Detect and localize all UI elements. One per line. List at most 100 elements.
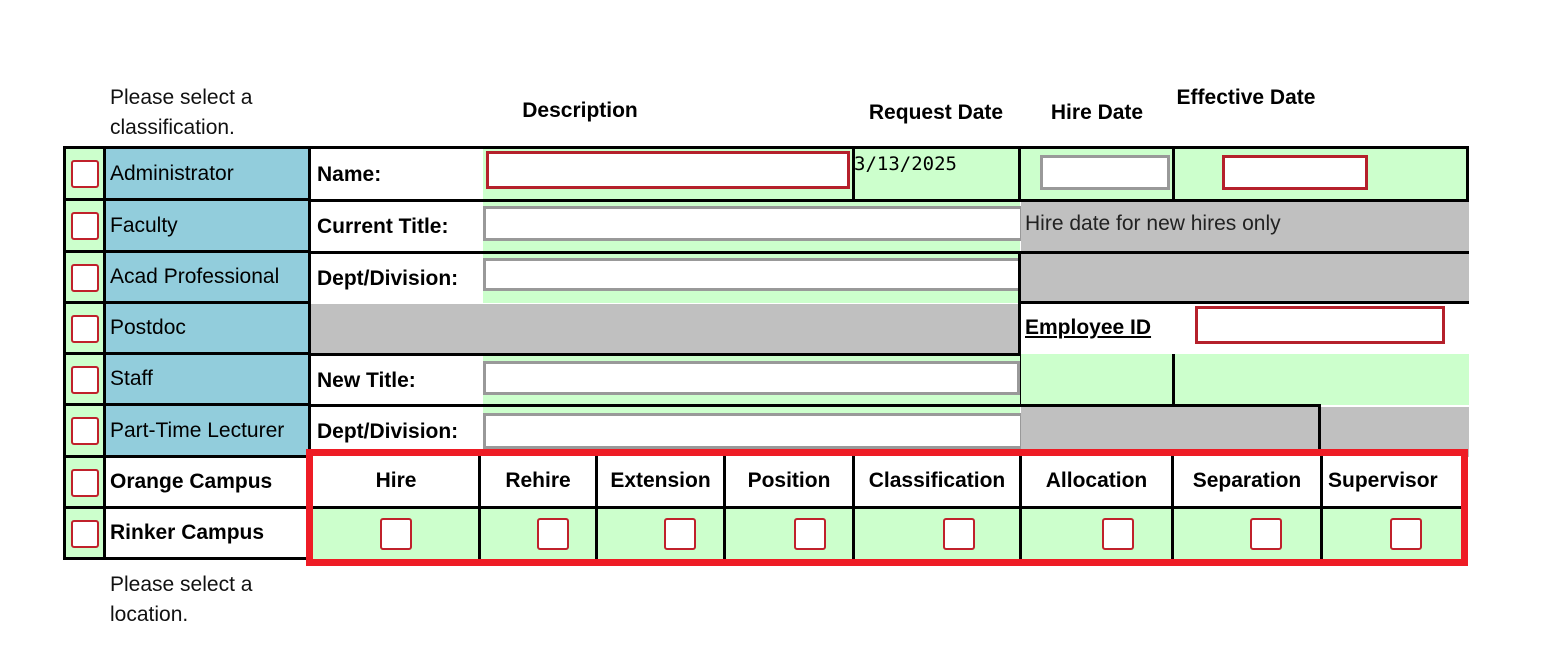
current-title-input[interactable]: [483, 206, 1023, 241]
action-rehire-header: Rehire: [480, 456, 596, 506]
action-divider: [723, 456, 726, 559]
classification-acad-professional: Acad Professional: [106, 253, 311, 304]
position-checkbox[interactable]: [794, 518, 826, 550]
dept-division-input[interactable]: [483, 258, 1023, 291]
name-label: Name:: [311, 149, 483, 201]
action-extension-cell: [597, 509, 724, 559]
effective-date-divider: [1172, 149, 1175, 201]
row-divider: [311, 404, 1321, 407]
location-rinker-campus: Rinker Campus: [106, 509, 311, 560]
green-block: [1175, 354, 1469, 405]
supervisor-checkbox[interactable]: [1389, 518, 1422, 550]
action-divider: [852, 456, 855, 559]
gray-block: [1321, 407, 1469, 457]
cell-divider: [1318, 404, 1321, 458]
action-hire-cell: [313, 509, 479, 559]
new-dept-division-label: Dept/Division:: [311, 407, 483, 457]
new-title-label: New Title:: [311, 356, 483, 405]
staff-checkbox[interactable]: [71, 366, 99, 394]
label-column-divider: [308, 146, 311, 456]
row-divider: [311, 353, 1019, 356]
classification-checkbox-cell: [66, 355, 106, 406]
classification-faculty: Faculty: [106, 201, 311, 253]
classification-checkbox-cell: [66, 406, 106, 458]
action-divider: [1019, 456, 1022, 559]
new-dept-division-input[interactable]: [483, 413, 1023, 449]
classification-postdoc: Postdoc: [106, 304, 311, 355]
request-date-header: Request Date: [868, 101, 1004, 124]
hire-date-input[interactable]: [1040, 155, 1170, 190]
request-date-divider: [852, 149, 855, 201]
classification-checkbox-cell: [66, 201, 106, 253]
row-divider: [313, 506, 1461, 509]
action-rehire-cell: [480, 509, 596, 559]
action-divider: [1171, 456, 1174, 559]
gray-block: [1021, 407, 1318, 457]
classification-checkbox-cell: [66, 253, 106, 304]
classification-hint: Please select a classification.: [110, 86, 253, 139]
description-header: Description: [522, 99, 638, 122]
hire-date-divider: [1018, 149, 1021, 201]
action-classification-header: Classification: [854, 456, 1020, 506]
employee-id-label: Employee ID: [1021, 304, 1172, 354]
classification-grid: [63, 146, 311, 560]
effective-date-input[interactable]: [1222, 155, 1368, 190]
request-date-field[interactable]: 3/13/2025: [852, 149, 1020, 201]
cell-divider: [480, 404, 483, 407]
location-checkbox-cell: [66, 458, 106, 509]
action-separation-cell: [1173, 509, 1321, 559]
action-position-header: Position: [725, 456, 853, 506]
action-divider: [595, 456, 598, 559]
employee-id-divider: [1018, 252, 1021, 407]
dept-division-label: Dept/Division:: [311, 254, 483, 303]
classification-staff: Staff: [106, 355, 311, 406]
action-supervisor-header: Supervisor: [1322, 456, 1461, 506]
new-title-input[interactable]: [483, 361, 1020, 395]
rehire-checkbox[interactable]: [537, 518, 569, 550]
row-divider: [1018, 301, 1469, 304]
action-position-cell: [725, 509, 853, 559]
gray-block: [1021, 254, 1469, 301]
part-time-lecturer-checkbox[interactable]: [71, 417, 99, 445]
location-checkbox-cell: [66, 509, 106, 560]
hire-date-note: Hire date for new hires only: [1021, 202, 1469, 252]
cell-divider: [1172, 354, 1175, 405]
postdoc-checkbox[interactable]: [71, 315, 99, 343]
name-input[interactable]: [486, 151, 850, 189]
classification-checkbox[interactable]: [943, 518, 975, 550]
action-classification-cell: [854, 509, 1020, 559]
action-hire-header: Hire: [313, 456, 479, 506]
location-hint: Please select a location.: [110, 573, 253, 626]
classification-administrator: Administrator: [106, 149, 311, 201]
allocation-checkbox[interactable]: [1101, 518, 1134, 550]
action-divider: [478, 456, 481, 559]
action-separation-header: Separation: [1173, 456, 1321, 506]
action-supervisor-cell: [1322, 509, 1461, 559]
rinker-campus-checkbox[interactable]: [71, 520, 99, 548]
classification-checkbox-cell: [66, 304, 106, 355]
hire-date-header: Hire Date: [1050, 101, 1144, 124]
extension-checkbox[interactable]: [663, 518, 696, 550]
green-block: [1021, 354, 1172, 405]
grid-top-border: [311, 146, 1469, 149]
separation-checkbox[interactable]: [1250, 518, 1282, 550]
action-extension-header: Extension: [597, 456, 724, 506]
row-divider: [311, 199, 1469, 202]
administrator-checkbox[interactable]: [71, 160, 99, 188]
classification-checkbox-cell: [66, 149, 106, 201]
acad-professional-checkbox[interactable]: [71, 264, 99, 292]
employee-id-input[interactable]: [1195, 306, 1445, 344]
action-allocation-cell: [1021, 509, 1172, 559]
row-divider: [311, 251, 1469, 254]
orange-campus-checkbox[interactable]: [71, 469, 99, 497]
action-type-highlight: [306, 449, 1468, 566]
classification-part-time-lecturer: Part-Time Lecturer: [106, 406, 311, 458]
action-divider: [1320, 456, 1323, 559]
gray-block: [311, 304, 1019, 355]
effective-date-header: Effective Date: [1176, 86, 1316, 109]
current-title-label: Current Title:: [311, 202, 483, 252]
faculty-checkbox[interactable]: [71, 212, 99, 240]
location-orange-campus: Orange Campus: [106, 458, 311, 509]
action-allocation-header: Allocation: [1021, 456, 1172, 506]
hire-checkbox[interactable]: [380, 518, 412, 550]
